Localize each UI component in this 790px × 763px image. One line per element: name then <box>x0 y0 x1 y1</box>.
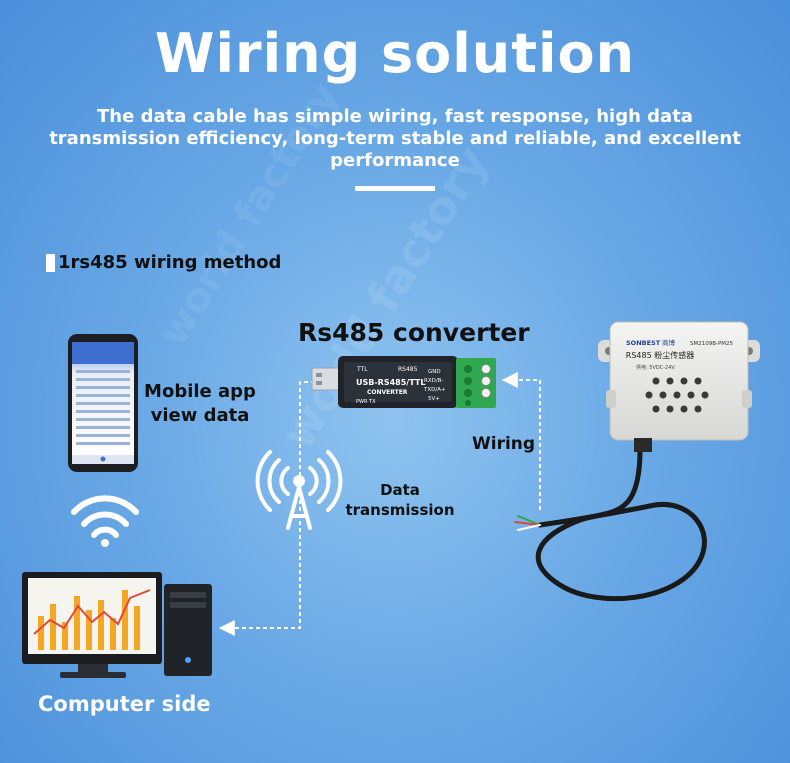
data-label-line2: transmission <box>345 501 455 519</box>
converter-pin-1: GND <box>428 369 441 375</box>
usb-rs485-converter: TTL RS485 USB-RS485/TTL CONVERTER PWR TX… <box>311 356 496 408</box>
dashed-line-sensor-to-converter <box>501 372 541 510</box>
sensor-brand-cn-text: 商博 <box>662 338 676 347</box>
converter-pwr-text: PWR TX <box>356 399 376 405</box>
title-divider <box>355 186 435 191</box>
sensor-model-text: SM2109B-PM25 <box>690 341 734 347</box>
sensor-brand-text: SONBEST <box>626 339 661 347</box>
data-transmission-label: Data transmission <box>340 480 460 520</box>
sensor-name-text: RS485 粉尘传感器 <box>626 350 694 360</box>
antenna-tower-icon <box>255 450 343 530</box>
computer-icon <box>22 572 212 678</box>
page-subtitle: The data cable has simple wiring, fast r… <box>49 106 741 171</box>
computer-label: Computer side <box>38 692 211 716</box>
section-heading-text: 1rs485 wiring method <box>58 252 282 273</box>
wifi-icon <box>71 495 139 547</box>
converter-pin-4: 5V+ <box>428 396 440 402</box>
converter-model-text: USB-RS485/TTL <box>356 378 425 387</box>
smartphone-icon <box>68 334 138 472</box>
converter-pin-2: RXD/B- <box>424 378 443 384</box>
converter-rs485-text: RS485 <box>398 366 418 373</box>
wiring-label: Wiring <box>472 434 536 454</box>
converter-pin-3: TXD/A+ <box>423 387 446 393</box>
converter-name-text: CONVERTER <box>367 389 408 396</box>
dashed-line-converter-to-computer <box>218 381 315 636</box>
converter-ttl-text: TTL <box>356 366 368 373</box>
converter-title: Rs485 converter <box>298 318 530 347</box>
mobile-label: Mobile app view data <box>130 380 270 428</box>
page-title: Wiring solution <box>154 22 636 85</box>
section-marker <box>46 253 55 272</box>
sensor-power-text: 供电: 5VDC-24V <box>636 364 675 371</box>
data-label-line1: Data <box>380 481 420 499</box>
sensor-cable <box>514 447 707 602</box>
section-heading: 1rs485 wiring method <box>46 252 281 273</box>
mobile-label-line1: Mobile app <box>144 381 256 402</box>
mobile-label-line2: view data <box>150 405 250 426</box>
rs485-dust-sensor: SONBEST 商博 SM2109B-PM25 RS485 粉尘传感器 供电: … <box>598 321 760 452</box>
